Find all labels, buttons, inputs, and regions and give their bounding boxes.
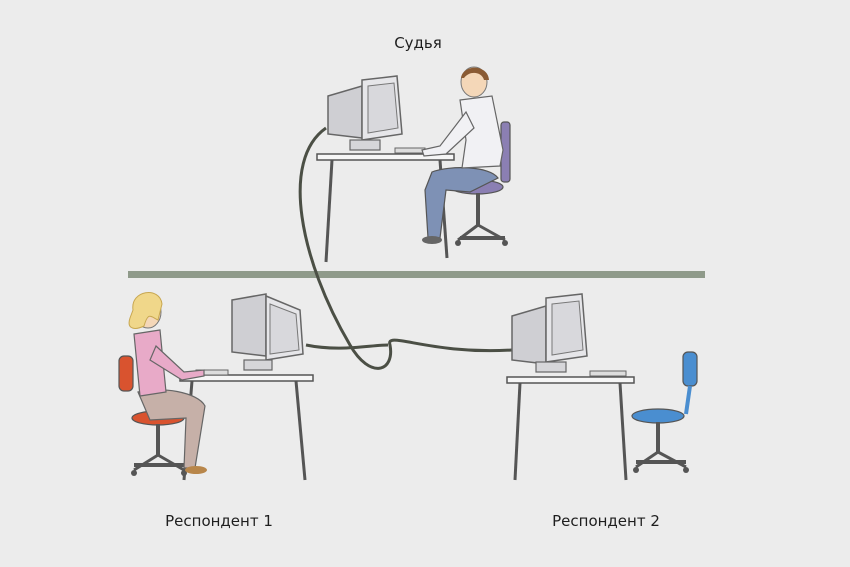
network-cable-r1 <box>305 343 389 350</box>
judge-desk-top <box>316 153 455 161</box>
r2-office-chair-icon <box>631 351 698 473</box>
divider-line <box>128 271 705 278</box>
judge-person-icon <box>421 66 504 244</box>
judge-computer-monitor-icon <box>327 75 426 154</box>
network-cable <box>298 126 513 370</box>
respondent2-workstation <box>506 293 698 481</box>
r2-desk-top <box>506 376 635 384</box>
respondent1-workstation <box>118 292 314 481</box>
judge-desk-leg <box>324 159 334 263</box>
label-judge: Судья <box>394 34 442 52</box>
r1-person-icon <box>128 292 207 474</box>
judge-workstation <box>316 66 511 263</box>
r1-desk-leg <box>294 380 307 481</box>
label-respondent-1: Респондент 1 <box>165 512 273 530</box>
label-respondent-2: Респондент 2 <box>552 512 660 530</box>
r2-computer-monitor-icon <box>511 293 627 377</box>
r2-desk-leg <box>618 382 628 481</box>
r2-desk-leg <box>513 382 522 481</box>
r1-computer-monitor-icon <box>195 293 304 376</box>
